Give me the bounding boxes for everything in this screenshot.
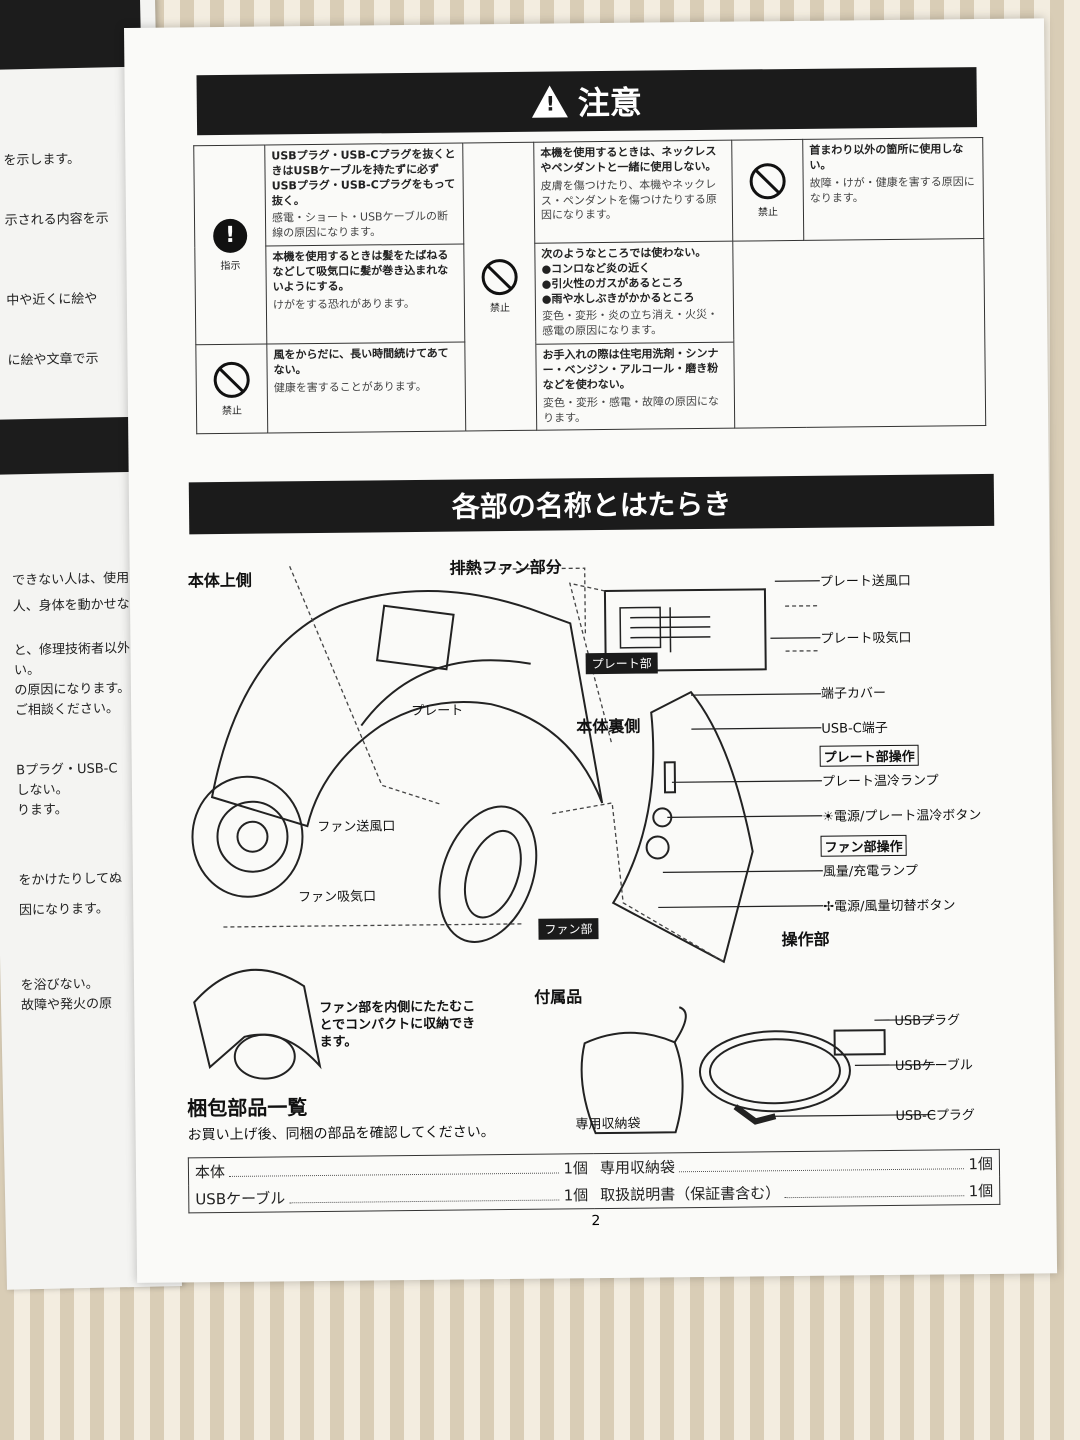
label-top-side: 本体上側 <box>187 570 252 591</box>
label-fan-inlet: ファン吸気口 <box>298 889 377 906</box>
usb-plug-drawing <box>833 1029 886 1056</box>
neckband-outline <box>210 590 604 828</box>
label-terminal-cover: 端子カバー <box>820 686 887 702</box>
left-fragment: に絵や文章で示 <box>7 351 99 369</box>
label-pouch: 専用収納袋 <box>575 1116 641 1133</box>
left-fragment: Bプラグ・USB-C <box>15 761 118 779</box>
left-fragment: ご相談ください。 <box>14 701 120 719</box>
label-usb-c-port: USB-C端子 <box>821 721 888 737</box>
pouch-drawing <box>580 1031 684 1135</box>
label-plate-inlet: プレート吸気口 <box>820 630 912 647</box>
back-side-outline <box>611 690 754 964</box>
right-fan-ear <box>438 805 538 943</box>
cable-coil <box>698 1030 851 1113</box>
left-fragment: 故障や発火の原 <box>20 996 113 1014</box>
label-fan-ops: ファン部操作 <box>820 834 907 857</box>
left-fragment: 示される内容を示 <box>4 211 109 229</box>
left-fragment: しない。 <box>16 782 69 799</box>
left-fragment: 因になります。 <box>18 901 109 919</box>
label-plate-lamp: プレート温冷ランプ <box>821 773 939 790</box>
parts-diagram <box>191 566 936 1135</box>
label-controls: 操作部 <box>781 929 830 950</box>
manual-page: 注意 ! 指示 USBプラグ・USB-Cプラグを抜くときはUSBケーブルを持たず… <box>124 18 1058 1283</box>
left-fan-ear <box>191 775 304 898</box>
plate-window <box>375 604 455 671</box>
tag-plate-section: プレート部 <box>585 652 658 675</box>
parts-row: 取扱説明書（保証書含む）1個 <box>600 1180 994 1205</box>
left-fragment: い。 <box>13 662 41 679</box>
parts-list-subtitle: お買い上げ後、同梱の部品を確認してください。 <box>187 1124 495 1144</box>
left-page-banner <box>0 0 142 70</box>
left-fragment: を浴びない。 <box>20 976 99 994</box>
label-fold-note: ファン部を内側にたたむことでコンパクトに収納できます。 <box>319 999 476 1050</box>
label-plate-outlet: プレート送風口 <box>819 573 911 590</box>
left-fragment: ります。 <box>16 802 68 819</box>
page-number: 2 <box>591 1213 601 1230</box>
label-plate: プレート <box>411 703 464 720</box>
label-fan-lamp: 風量/充電ランプ <box>822 863 918 880</box>
left-fragment: できない人は、使用 <box>12 571 130 589</box>
label-back-side: 本体裏側 <box>576 716 641 737</box>
parts-list-title: 梱包部品一覧 <box>187 1095 308 1121</box>
left-fragment: の原因になります。 <box>14 681 131 699</box>
tag-fan-section: ファン部 <box>538 918 599 940</box>
left-fragment: 人、身体を動かせな <box>12 596 130 615</box>
exhaust-detail <box>603 588 767 673</box>
label-usb-cable: USBケーブル <box>894 1058 973 1074</box>
label-fan-outlet: ファン送風口 <box>317 819 396 836</box>
left-fragment: と、修理技術者以外 <box>13 641 131 659</box>
label-exhaust-fan: 排熱ファン部分 <box>449 557 562 578</box>
label-plate-button: ☀電源/プレート温冷ボタン <box>822 808 982 825</box>
left-fragment: を示します。 <box>3 151 81 169</box>
left-fragment: 中や近くに絵や <box>6 291 98 309</box>
label-fan-button: ✢電源/風量切替ボタン <box>823 898 956 915</box>
folded-unit <box>193 968 322 1070</box>
left-fragment: をかけたりしてぬ <box>18 871 123 889</box>
label-accessories: 付属品 <box>534 987 583 1007</box>
label-usb-c-plug: USB-Cプラグ <box>895 1108 975 1124</box>
label-plate-ops: プレート部操作 <box>819 744 919 767</box>
label-usb-plug: USBプラグ <box>894 1013 961 1029</box>
